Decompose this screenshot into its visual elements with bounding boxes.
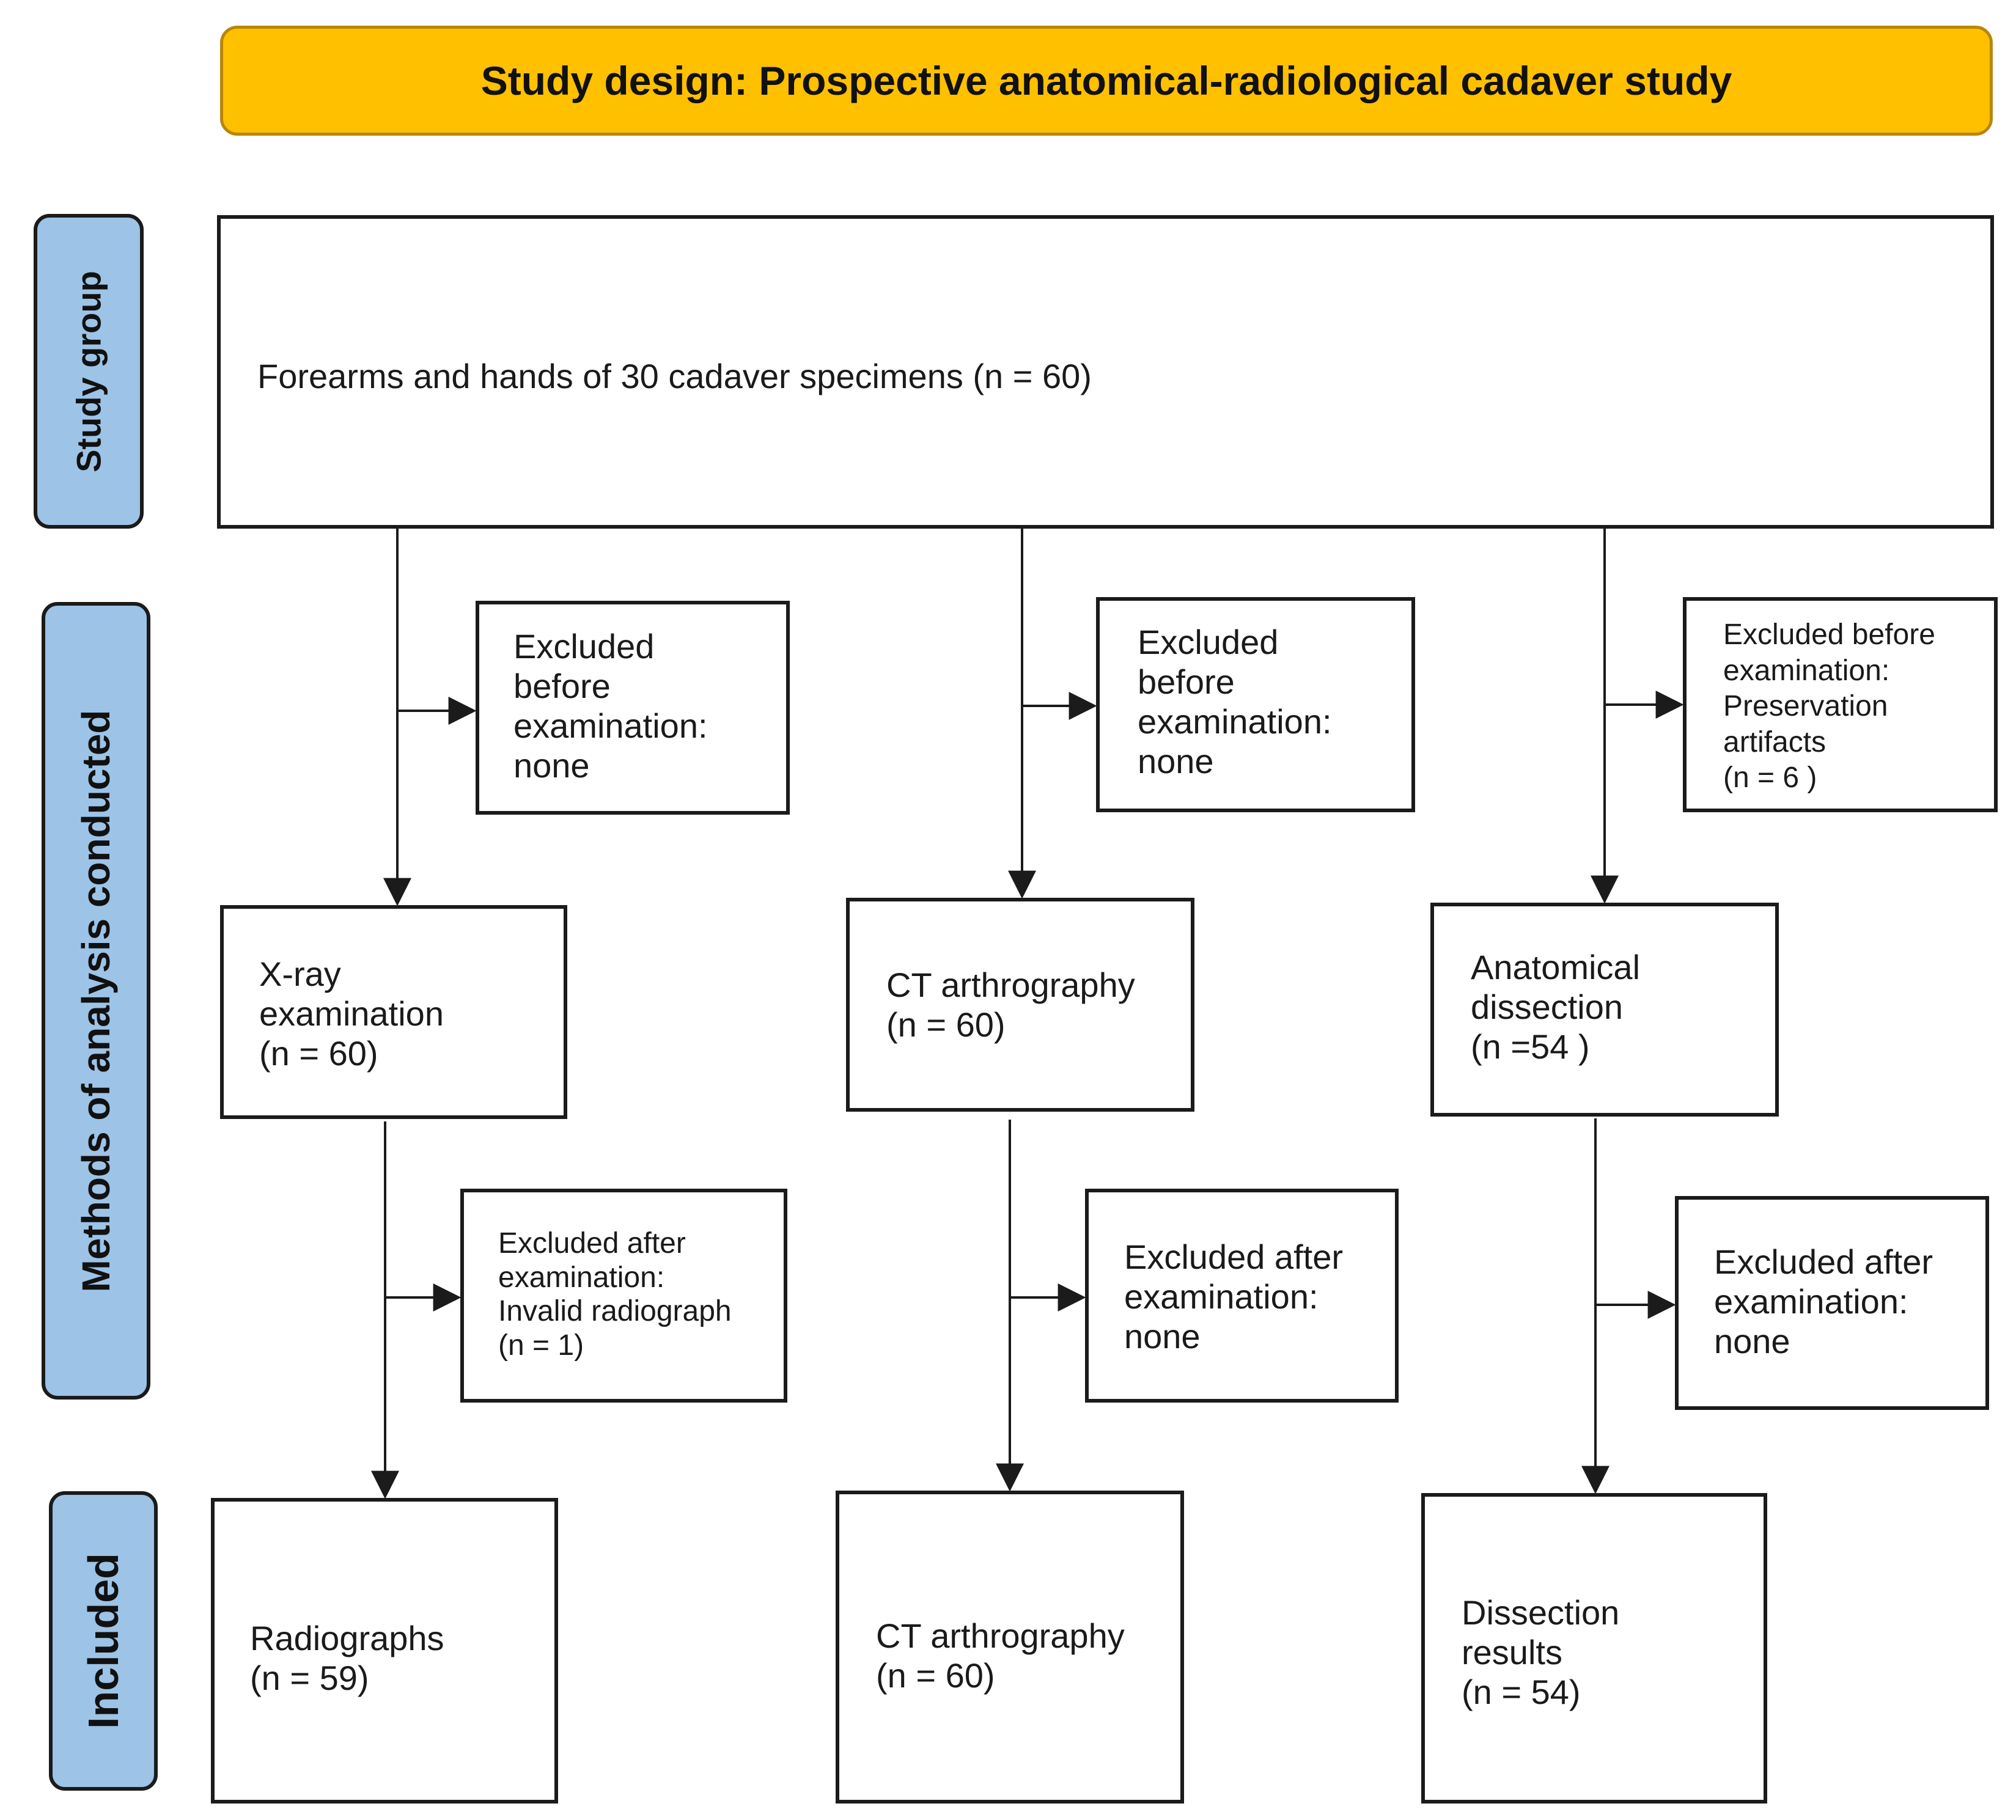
- method-text-xray: X-ray examination (n = 60): [259, 955, 444, 1073]
- included-text-radiographs: Radiographs (n = 59): [250, 1619, 444, 1697]
- method-text-ct: CT arthrography (n = 60): [886, 966, 1135, 1044]
- excluded-after-text-dissection: Excluded after examination: none: [1714, 1242, 1933, 1360]
- excluded-before-text-xray: Excluded before examination: none: [513, 627, 708, 785]
- side-label-methods: Methods of analysis conducted: [42, 602, 150, 1400]
- excluded-after-text-ct: Excluded after examination: none: [1124, 1238, 1343, 1356]
- excluded-before-text-ct: Excluded before examination: none: [1138, 623, 1332, 780]
- method-box-xray: X-ray examination (n = 60): [220, 905, 567, 1119]
- study-group-box: Forearms and hands of 30 cadaver specime…: [217, 215, 1994, 529]
- included-box-dissection: Dissection results (n = 54): [1421, 1493, 1767, 1803]
- side-label-included: Included: [49, 1491, 158, 1791]
- excluded-after-box-dissection: Excluded after examination: none: [1675, 1196, 1989, 1410]
- method-text-dissection: Anatomical dissection (n =54 ): [1471, 948, 1641, 1066]
- included-box-radiographs: Radiographs (n = 59): [211, 1498, 558, 1803]
- excluded-after-text-xray: Excluded after examination: Invalid radi…: [498, 1227, 732, 1362]
- included-box-ct: CT arthrography (n = 60): [836, 1491, 1184, 1803]
- excluded-before-text-dissection: Excluded before examination: Preservatio…: [1723, 618, 1935, 794]
- side-label-study-group: Study group: [34, 214, 144, 529]
- excluded-after-box-xray: Excluded after examination: Invalid radi…: [460, 1189, 787, 1403]
- study-group-text: Forearms and hands of 30 cadaver specime…: [257, 357, 1092, 395]
- method-box-dissection: Anatomical dissection (n =54 ): [1430, 903, 1779, 1117]
- method-box-ct: CT arthrography (n = 60): [846, 898, 1194, 1112]
- excluded-before-box-xray: Excluded before examination: none: [476, 601, 790, 815]
- excluded-after-box-ct: Excluded after examination: none: [1085, 1189, 1399, 1403]
- study-design-title: Study design: Prospective anatomical-rad…: [220, 26, 1993, 136]
- included-text-ct: CT arthrography (n = 60): [876, 1616, 1125, 1695]
- excluded-before-box-ct: Excluded before examination: none: [1096, 597, 1415, 812]
- excluded-before-box-dissection: Excluded before examination: Preservatio…: [1683, 597, 1998, 812]
- included-text-dissection: Dissection results (n = 54): [1462, 1593, 1620, 1711]
